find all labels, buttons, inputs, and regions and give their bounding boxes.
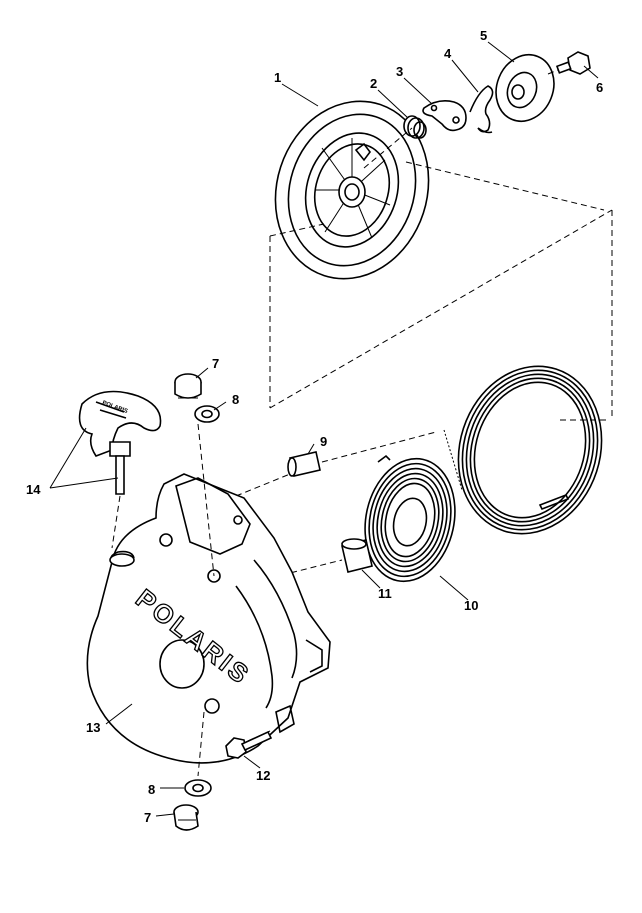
callout-11: 11: [378, 586, 392, 601]
recoil-spring: [364, 454, 456, 583]
small-spring: [403, 115, 427, 139]
callout-4: 4: [444, 46, 452, 61]
callout-13: 13: [86, 720, 100, 735]
callout-9: 9: [320, 434, 327, 449]
pulley: [274, 100, 430, 280]
callout-2: 2: [370, 76, 377, 91]
plug-upper: [174, 373, 202, 399]
callout-12: 12: [256, 768, 270, 783]
bushing-9: [235, 431, 437, 497]
alignment-lines: [269, 127, 613, 421]
retainer-plate: [495, 53, 555, 123]
callout-5: 5: [480, 28, 487, 43]
plug-lower: [173, 804, 199, 831]
callout-14: 14: [26, 482, 41, 497]
callout-8-upper: 8: [232, 392, 239, 407]
rope-coil: [443, 365, 603, 535]
callout-labels: 1 2 3 4 5 6 7 8 9 10 11 12 13 14 8 7: [26, 28, 603, 825]
pawl: [422, 100, 467, 132]
washer-lower: [184, 711, 212, 797]
starter-handle: POLARIS: [78, 390, 162, 549]
callout-1: 1: [274, 70, 281, 85]
washer-upper: [194, 405, 220, 577]
leader-lines: [49, 41, 599, 817]
friction-spring: [469, 85, 494, 134]
callout-6: 6: [596, 80, 603, 95]
callout-7-upper: 7: [212, 356, 219, 371]
callout-7-lower: 7: [144, 810, 151, 825]
callout-8-lower: 8: [148, 782, 155, 797]
retainer-bolt: [547, 51, 591, 75]
callout-10: 10: [464, 598, 478, 613]
housing-bolt: [225, 730, 273, 759]
callout-3: 3: [396, 64, 403, 79]
starter-housing: POLARIS: [86, 473, 331, 764]
